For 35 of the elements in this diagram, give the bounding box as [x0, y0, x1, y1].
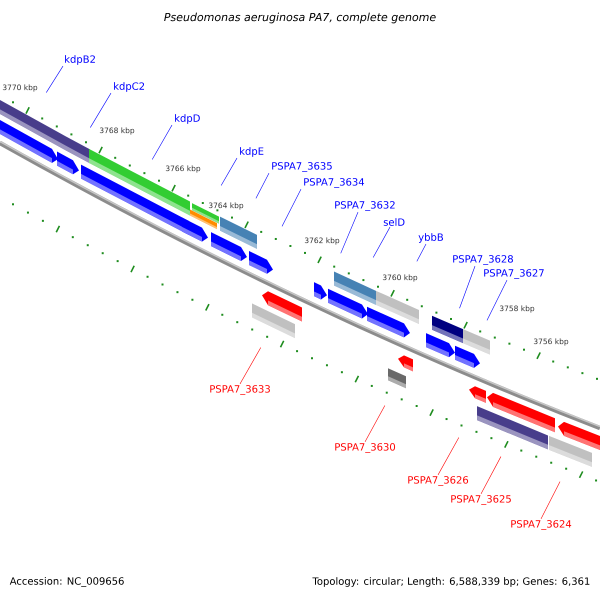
- gene-label: PSPA7_3628: [453, 255, 513, 265]
- accession-note: Accession: NC_009656: [10, 577, 124, 587]
- title: Pseudomonas aeruginosa PA7, complete genome: [164, 12, 436, 24]
- leader-line: [220, 158, 238, 186]
- leader-line: [282, 188, 302, 227]
- gene-label: kdpE: [240, 147, 264, 157]
- leader-line: [416, 244, 426, 262]
- genome-info-note: Topology: circular; Length: 6,588,339 bp; Genes: 6,361: [312, 577, 590, 587]
- leader-line: [340, 212, 358, 254]
- gene-label: PSPA7_3634: [304, 178, 364, 188]
- gene-label: PSPA7_3630: [335, 443, 396, 453]
- leader-line: [240, 347, 262, 384]
- gene-label: PSPA7_3632: [335, 201, 395, 211]
- gene-label: PSPA7_3624: [511, 520, 572, 530]
- leader-line: [480, 456, 502, 494]
- leader-line: [459, 266, 476, 309]
- gene-label: PSPA7_3635: [272, 162, 332, 172]
- gene-label: PSPA7_3625: [451, 495, 511, 505]
- gene-label: selD: [384, 218, 404, 226]
- leader-line: [46, 66, 64, 93]
- gene-label: kdpB2: [65, 55, 95, 65]
- leader-line: [90, 92, 112, 128]
- leader-line: [152, 124, 172, 160]
- leader-line: [540, 481, 560, 520]
- leader-line: [372, 226, 390, 258]
- gene-label: kdpD: [175, 114, 200, 124]
- leader-line: [364, 405, 386, 442]
- leader-line: [486, 280, 508, 321]
- gene-label: kdpC2: [114, 82, 144, 92]
- leader-line: [256, 172, 270, 199]
- leader-line: [438, 437, 460, 476]
- gene-label: ybbB: [418, 233, 443, 243]
- gene-label: PSPA7_3627: [484, 269, 544, 279]
- gene-label: PSPA7_3626: [408, 476, 468, 486]
- gene-label: PSPA7_3633: [210, 385, 270, 395]
